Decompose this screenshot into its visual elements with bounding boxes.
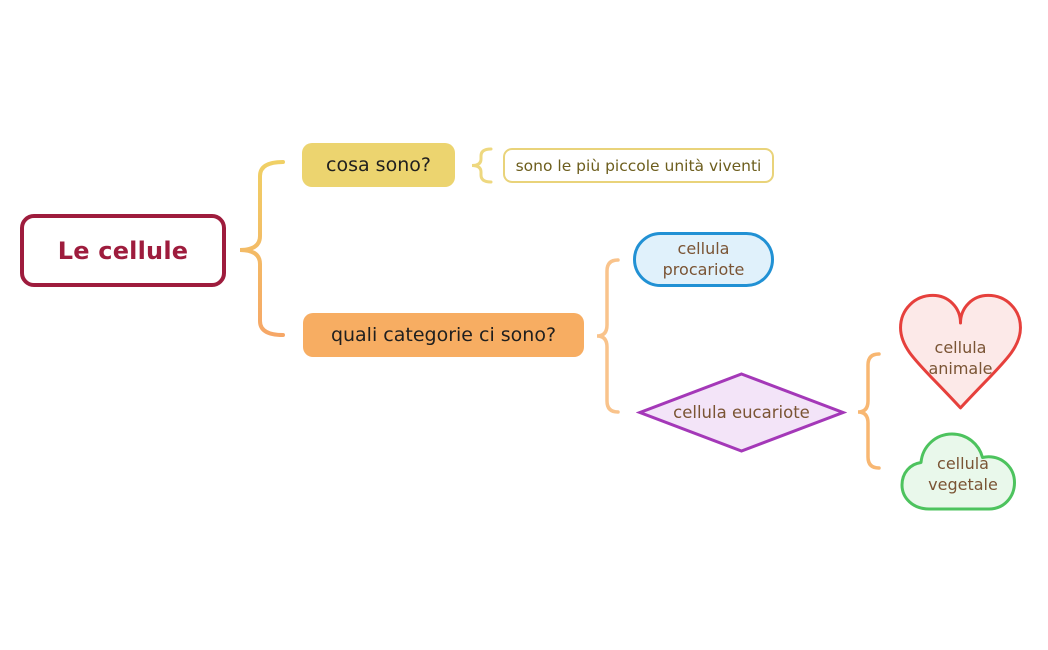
diamond-node-cellula-eucariote[interactable]: cellula eucariote: [636, 372, 847, 453]
cloud-shape: [898, 424, 1028, 513]
answer-label: sono le più piccole unità viventi: [515, 156, 762, 175]
capsule-node-cellula-procariote[interactable]: cellula procariote: [633, 232, 774, 287]
answer-node-unita-viventi[interactable]: sono le più piccole unità viventi: [503, 148, 774, 183]
brace-root-to-questions: [239, 160, 285, 337]
question-node-quali-categorie[interactable]: quali categorie ci sono?: [303, 313, 584, 357]
heart-node-cellula-animale[interactable]: cellula animale: [893, 288, 1028, 416]
cellula-eucariote-label: cellula eucariote: [673, 402, 810, 422]
heart-shape: [893, 288, 1028, 416]
brace-categorie-to-children: [596, 258, 620, 414]
cellula-animale-label: cellula animale: [928, 338, 993, 378]
question-node-cosa-sono[interactable]: cosa sono?: [302, 143, 455, 187]
diamond-shape: [636, 372, 847, 453]
question-quali-categorie-label: quali categorie ci sono?: [330, 324, 557, 346]
root-node-le-cellule[interactable]: Le cellule: [20, 214, 226, 287]
cellula-vegetale-label: cellula vegetale: [928, 453, 998, 494]
cellula-procariote-label: cellula procariote: [662, 238, 745, 279]
cloud-node-cellula-vegetale[interactable]: cellula vegetale: [898, 424, 1028, 513]
brace-cosa-to-answer: [471, 147, 493, 184]
brace-eucariote-to-children: [857, 352, 881, 470]
question-cosa-sono-label: cosa sono?: [326, 154, 431, 176]
root-node-label: Le cellule: [57, 236, 189, 265]
